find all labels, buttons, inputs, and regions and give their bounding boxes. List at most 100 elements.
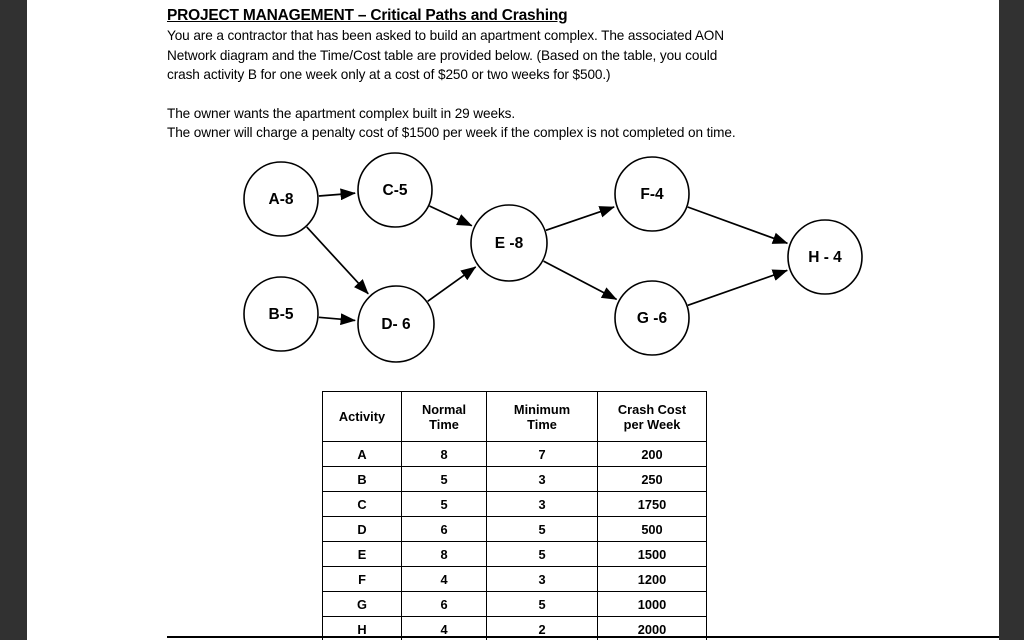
cell-activity: A <box>322 441 402 467</box>
node-label-d: D- 6 <box>381 316 411 333</box>
cell-activity: F <box>322 566 402 592</box>
cell-crash-cost: 1750 <box>597 491 707 517</box>
node-label-a: A-8 <box>269 191 294 208</box>
network-diagram-canvas: A-8B-5 C-5 D- 6 E -8 F-4 G -6 H - 4 <box>243 152 863 363</box>
node-f: F-4 <box>614 156 690 232</box>
page-title: PROJECT MANAGEMENT – Critical Paths and … <box>167 7 568 24</box>
cell-crash-cost: 1500 <box>597 541 707 567</box>
table-header-row: Activity Normal Time Minimum Time Crash … <box>322 391 707 442</box>
document-page: PROJECT MANAGEMENT – Critical Paths and … <box>27 0 999 640</box>
node-d: D- 6 <box>357 285 435 363</box>
edge-f-to-h <box>687 206 789 245</box>
table-header: Activity Normal Time Minimum Time Crash … <box>322 391 707 442</box>
cell-normal-time: 5 <box>401 491 487 517</box>
node-circle-g <box>614 280 690 356</box>
edge-a-to-c <box>318 188 356 201</box>
column-header-activity: Activity <box>322 391 402 442</box>
owner-paragraph: The owner wants the apartment complex bu… <box>167 104 867 143</box>
node-label-g: G -6 <box>637 310 668 327</box>
node-circle-c <box>357 152 433 228</box>
cell-minimum-time: 5 <box>486 516 598 542</box>
cell-crash-cost: 1200 <box>597 566 707 592</box>
cell-activity: B <box>322 466 402 492</box>
node-label-f: F-4 <box>640 186 664 203</box>
page-bottom-rule <box>167 636 999 638</box>
owner-line-2: The owner will charge a penalty cost of … <box>167 125 736 140</box>
cell-crash-cost: 1000 <box>597 591 707 617</box>
column-header-crash-cost: Crash Cost per Week <box>597 391 707 442</box>
cell-activity: D <box>322 516 402 542</box>
node-label-e: E -8 <box>495 235 524 252</box>
node-c: C-5 <box>357 152 433 228</box>
node-circle-a <box>243 161 319 237</box>
owner-line-1: The owner wants the apartment complex bu… <box>167 105 516 121</box>
edge-a-to-d <box>306 226 369 295</box>
diagram-nodes: A-8B-5 C-5 D- 6 E -8 F-4 G -6 H - 4 <box>243 152 863 363</box>
cell-crash-cost: 200 <box>597 441 707 467</box>
node-circle-h <box>787 219 863 295</box>
intro-paragraph: You are a contractor that has been asked… <box>167 26 857 85</box>
header-normal-line2: Time <box>429 416 459 432</box>
node-circle-e <box>470 204 548 282</box>
cell-normal-time: 6 <box>401 516 487 542</box>
cell-normal-time: 5 <box>401 466 487 492</box>
edge-g-to-h <box>687 269 788 307</box>
time-cost-table: Activity Normal Time Minimum Time Crash … <box>322 391 707 640</box>
column-header-normal-time: Normal Time <box>401 391 487 442</box>
header-crash-line2: per Week <box>623 416 681 432</box>
edge-e-to-g <box>543 260 618 301</box>
cell-activity: C <box>322 491 402 517</box>
edge-d-to-e <box>427 266 477 302</box>
cell-crash-cost: 250 <box>597 466 707 492</box>
node-circle-f <box>614 156 690 232</box>
node-a: A-8 <box>243 161 319 237</box>
problem-statement-block: PROJECT MANAGEMENT – Critical Paths and … <box>167 6 887 143</box>
node-circle-b <box>243 276 319 352</box>
cell-minimum-time: 3 <box>486 566 598 592</box>
cell-activity: E <box>322 541 402 567</box>
cell-crash-cost: 500 <box>597 516 707 542</box>
node-h: H - 4 <box>787 219 863 295</box>
left-gutter-band <box>0 0 27 640</box>
header-activity-line1: Activity <box>338 409 386 424</box>
cell-minimum-time: 5 <box>486 591 598 617</box>
header-minimum-line2: Time <box>527 416 557 432</box>
node-e: E -8 <box>470 204 548 282</box>
intro-line-3: crash activity B for one week only at a … <box>167 67 611 82</box>
node-b: B-5 <box>243 276 319 352</box>
edge-c-to-e <box>429 205 473 227</box>
node-circle-d <box>357 285 435 363</box>
node-label-b: B-5 <box>269 306 294 323</box>
diagram-edges <box>306 188 789 326</box>
cell-activity: G <box>322 591 402 617</box>
cell-minimum-time: 7 <box>486 441 598 467</box>
cell-minimum-time: 3 <box>486 491 598 517</box>
node-label-h: H - 4 <box>808 249 842 266</box>
cell-minimum-time: 5 <box>486 541 598 567</box>
header-normal-line1: Normal <box>421 401 467 417</box>
edge-e-to-f <box>545 206 615 232</box>
intro-line-1: You are a contractor that has been asked… <box>167 28 724 43</box>
node-g: G -6 <box>614 280 690 356</box>
cell-normal-time: 6 <box>401 591 487 617</box>
cell-normal-time: 4 <box>401 566 487 592</box>
column-header-minimum-time: Minimum Time <box>486 391 598 442</box>
header-crash-line1: Crash Cost <box>617 401 687 417</box>
cell-normal-time: 8 <box>401 541 487 567</box>
cell-minimum-time: 3 <box>486 466 598 492</box>
header-minimum-line1: Minimum <box>513 401 571 417</box>
right-gutter-band <box>999 0 1024 640</box>
cell-normal-time: 8 <box>401 441 487 467</box>
edge-b-to-d <box>318 313 356 326</box>
intro-line-2: Network diagram and the Time/Cost table … <box>167 47 718 63</box>
